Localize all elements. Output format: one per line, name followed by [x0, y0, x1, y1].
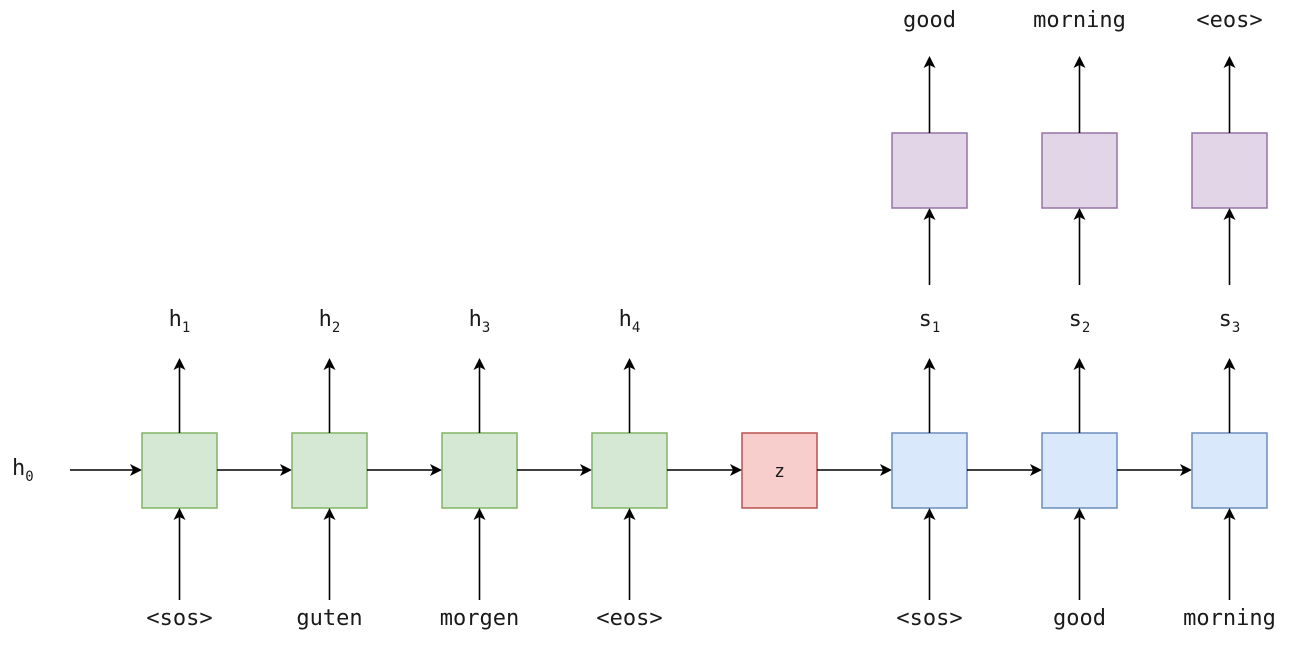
decoder-hidden-label: s2 — [1069, 307, 1091, 336]
encoder-hidden-label: h2 — [319, 307, 341, 336]
output-layer-box — [891, 132, 968, 209]
context-vector-label: z — [774, 461, 785, 482]
encoder-rnn-box — [291, 432, 368, 509]
context-vector-box — [741, 432, 818, 509]
output-layer-box — [1191, 132, 1268, 209]
decoder-rnn-box — [1191, 432, 1268, 509]
encoder-rnn-box — [591, 432, 668, 509]
decoder-rnn-box — [1041, 432, 1118, 509]
initial-hidden-label: h0 — [12, 456, 34, 485]
encoder-input-token: guten — [296, 606, 362, 631]
predicted-token: <eos> — [1196, 8, 1262, 33]
decoder-hidden-label: s3 — [1219, 307, 1241, 336]
decoder-input-token: good — [1053, 606, 1106, 631]
output-layer-box — [1041, 132, 1118, 209]
predicted-token: good — [903, 8, 956, 33]
decoder-input-token: <sos> — [896, 606, 962, 631]
decoder-hidden-label: s1 — [919, 307, 941, 336]
diagram-elements: <sos> h1 guten h2 morgen h3 <eos> h4 <sos> s1 good… — [70, 8, 1276, 631]
decoder-rnn-box — [891, 432, 968, 509]
encoder-input-token: <sos> — [146, 606, 212, 631]
encoder-hidden-label: h4 — [619, 307, 641, 336]
encoder-hidden-label: h1 — [169, 307, 191, 336]
encoder-hidden-label: h3 — [469, 307, 491, 336]
encoder-rnn-box — [441, 432, 518, 509]
predicted-token: morning — [1033, 8, 1126, 33]
decoder-input-token: morning — [1183, 606, 1276, 631]
encoder-rnn-box — [141, 432, 218, 509]
encoder-input-token: morgen — [440, 606, 519, 631]
encoder-input-token: <eos> — [596, 606, 662, 631]
